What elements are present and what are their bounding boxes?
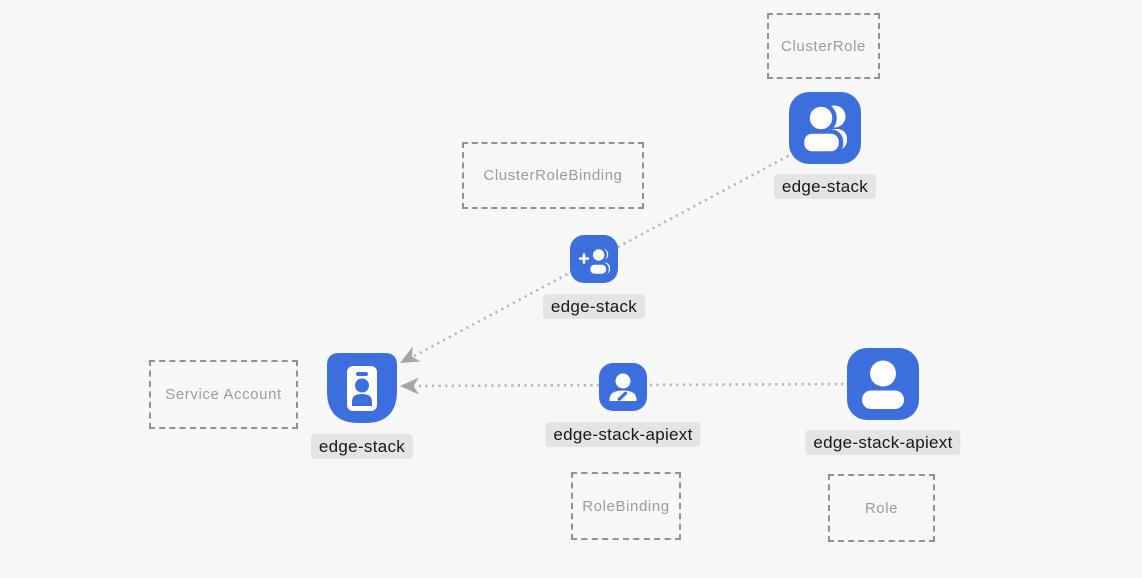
type-box-label: ClusterRoleBinding xyxy=(483,167,623,184)
type-box-label: ClusterRole xyxy=(781,37,866,55)
user-plus-icon xyxy=(570,235,618,283)
type-box-rolebinding: RoleBinding xyxy=(571,472,681,540)
node-serviceaccount-edge-stack: edge-stack xyxy=(310,353,414,459)
type-box-label: RoleBinding xyxy=(582,497,670,515)
user-group-icon xyxy=(789,92,861,164)
arrowhead-icon xyxy=(400,377,419,395)
node-clusterrolebinding-edge-stack: edge-stack xyxy=(542,235,646,319)
node-label: edge-stack xyxy=(310,434,414,459)
node-label: edge-stack xyxy=(773,174,877,199)
node-label: edge-stack-apiext xyxy=(545,422,701,447)
type-box-serviceaccount: Service Account xyxy=(149,360,298,429)
type-box-label: Role xyxy=(864,499,899,517)
node-label: edge-stack-apiext xyxy=(805,430,961,455)
arrowhead-icon xyxy=(400,346,421,363)
type-box-label: Service Account xyxy=(165,386,282,403)
user-edit-icon xyxy=(599,363,647,411)
node-rolebinding-edge-stack-apiext: edge-stack-apiext xyxy=(545,363,701,447)
node-clusterrole-edge-stack: edge-stack xyxy=(773,92,877,199)
node-role-edge-stack-apiext: edge-stack-apiext xyxy=(805,348,961,455)
node-label: edge-stack xyxy=(542,294,646,319)
type-box-clusterrole: ClusterRole xyxy=(767,13,880,79)
type-box-clusterrolebinding: ClusterRoleBinding xyxy=(462,142,644,209)
edge-clusterrole-to-serviceaccount xyxy=(400,129,836,363)
user-icon xyxy=(847,348,919,420)
edge-role-to-serviceaccount xyxy=(400,377,851,395)
id-badge-icon xyxy=(327,353,397,423)
type-box-role: Role xyxy=(828,474,935,542)
